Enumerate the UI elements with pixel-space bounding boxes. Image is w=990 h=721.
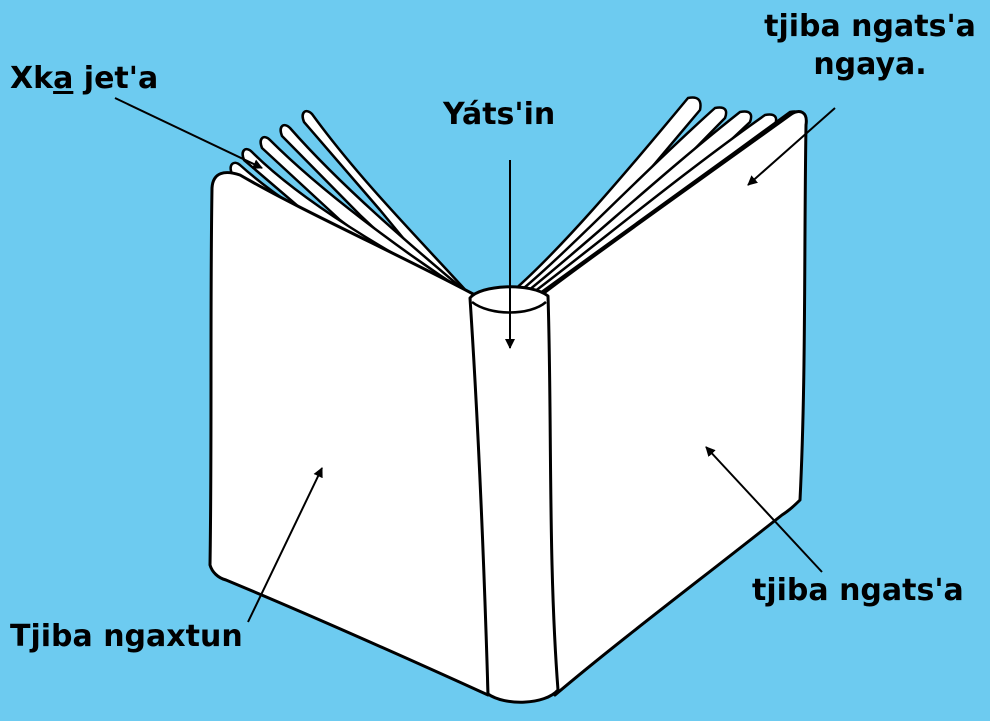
label-back-cover: tjiba ngats'a ngaya. bbox=[750, 8, 990, 84]
front-cover bbox=[210, 173, 488, 695]
label-back-cover-line1: tjiba ngats'a bbox=[750, 8, 990, 46]
label-front-cover: Tjiba ngaxtun bbox=[10, 618, 243, 656]
label-inner-page: tjiba ngats'a bbox=[752, 572, 964, 610]
label-spine: Yáts'in bbox=[443, 96, 555, 134]
label-pages: Xka jet'a bbox=[10, 60, 158, 98]
label-back-cover-line2: ngaya. bbox=[750, 46, 990, 84]
arrow-pages bbox=[115, 98, 262, 168]
